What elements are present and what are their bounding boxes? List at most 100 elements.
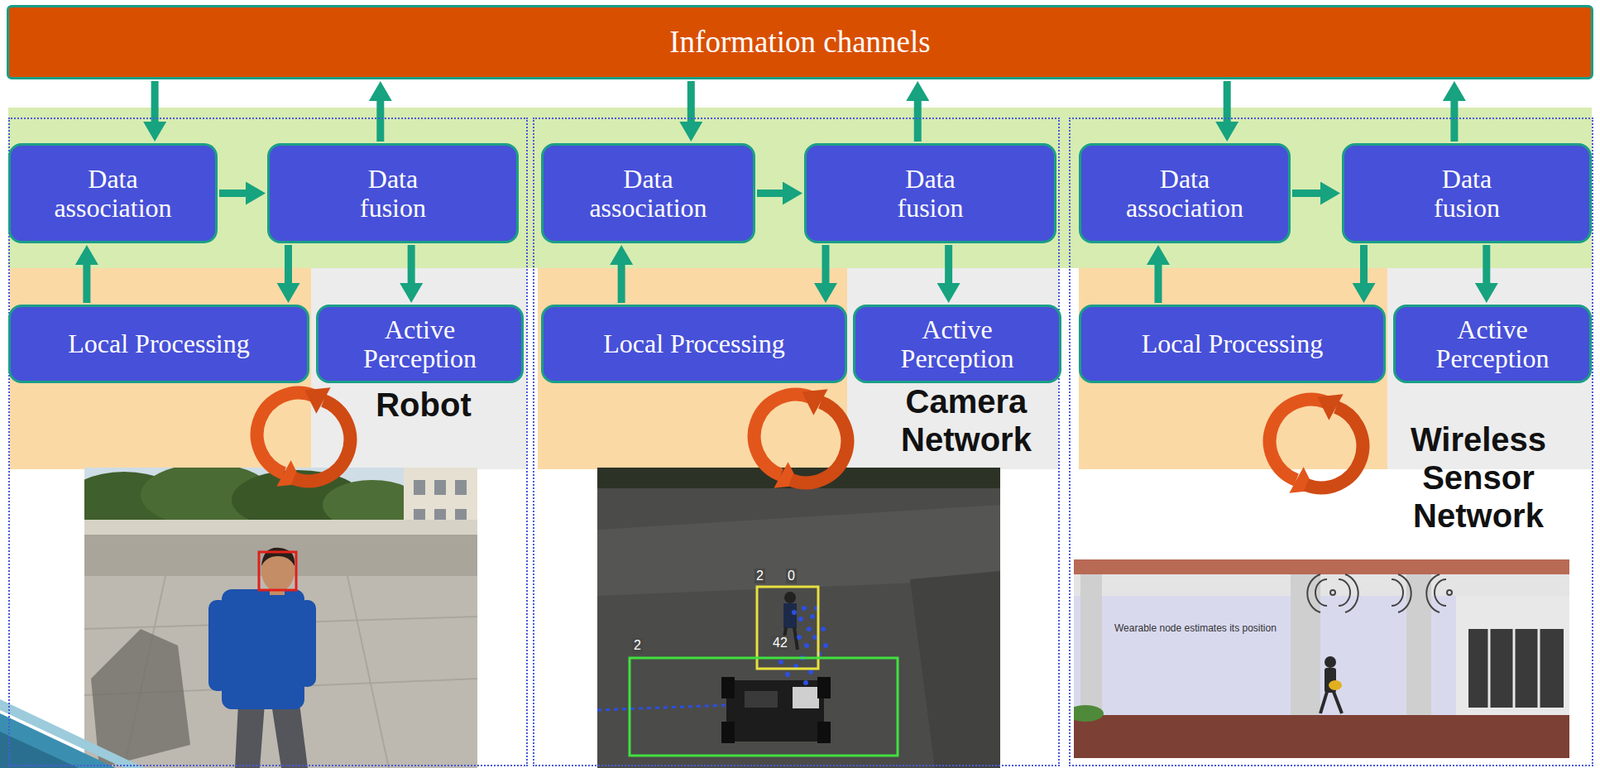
fusion-box: Data fusion xyxy=(267,143,519,244)
node-text: Information channels xyxy=(669,25,930,60)
system-panel: Wireless Sensor Network Data association D… xyxy=(1068,117,1594,767)
node-text: Data fusion xyxy=(1413,164,1521,222)
signal-arcs xyxy=(1446,589,1452,595)
particle-dots xyxy=(809,613,815,619)
particle-dots xyxy=(801,605,807,611)
signal-arcs xyxy=(1307,574,1452,613)
node-text: Data fusion xyxy=(339,164,447,222)
wireless-scene xyxy=(1513,628,1516,708)
flow-arrow xyxy=(219,189,246,197)
robot-photo xyxy=(258,551,297,590)
cycle-icon xyxy=(293,400,350,481)
wireless-scene xyxy=(1468,628,1564,708)
camera-photo xyxy=(910,570,1001,768)
flow-arrow xyxy=(1482,244,1490,283)
flow-arrow xyxy=(1154,264,1163,303)
local-region xyxy=(1078,268,1388,470)
active-region xyxy=(311,268,527,470)
slide-decoration xyxy=(0,713,116,768)
track-id: 2 xyxy=(754,568,766,584)
flow-arrow xyxy=(756,189,783,197)
node-text: Local Processing xyxy=(603,329,786,359)
robot-photo xyxy=(84,519,478,535)
system-label: Camera Network xyxy=(875,382,1058,459)
robot-photo xyxy=(221,589,305,709)
wireless-scene xyxy=(1324,656,1337,668)
cycle-icon xyxy=(1269,393,1364,494)
robot-photo xyxy=(347,575,389,768)
signal-arcs xyxy=(1345,574,1359,613)
flow-arrow xyxy=(687,81,695,122)
cycle-icon xyxy=(801,388,828,416)
particle-dots xyxy=(823,642,829,648)
signal-arcs xyxy=(1338,579,1351,606)
particle-dots xyxy=(798,616,804,622)
robot-photo xyxy=(434,479,446,495)
node-text: Active Perception xyxy=(349,315,491,373)
wireless-scene xyxy=(1320,691,1327,714)
robot-photo xyxy=(455,479,467,495)
flow-arrow xyxy=(407,244,416,283)
annotation-note: Wearable node estimates its position xyxy=(1112,622,1279,634)
node-text: Local Processing xyxy=(1141,329,1324,359)
robot-photo xyxy=(84,575,478,768)
flow-arrow xyxy=(1450,100,1458,142)
camera-photo xyxy=(794,627,798,650)
association-box: Data association xyxy=(541,143,756,244)
cycle-icon xyxy=(754,394,811,475)
association-box: Data association xyxy=(1078,143,1291,244)
wireless-scene xyxy=(1073,574,1570,596)
node-text: Local Processing xyxy=(67,329,250,359)
signal-arcs xyxy=(1398,574,1412,613)
wireless-scene xyxy=(1073,704,1104,722)
cycle-icon xyxy=(257,392,314,474)
camera-photo xyxy=(597,467,1001,768)
robot-photo xyxy=(84,467,478,768)
particle-dots xyxy=(804,642,810,648)
cycle-icon xyxy=(304,387,331,414)
system-panel: Robot Data association Data fusionLocal Pr… xyxy=(8,117,528,767)
robot-photo xyxy=(234,703,265,768)
node-text: Data fusion xyxy=(876,164,985,222)
camera-photo xyxy=(597,467,1001,768)
flow-arrow xyxy=(617,264,626,303)
signal-arcs xyxy=(1307,574,1321,613)
camera-photo xyxy=(597,704,729,710)
camera-photo xyxy=(721,721,735,743)
cycle-icon xyxy=(1269,399,1327,480)
cycle-icon xyxy=(754,388,848,489)
processing-box: Local Processing xyxy=(8,304,310,384)
system-label: Robot xyxy=(332,385,515,424)
node-text: Data association xyxy=(578,164,719,222)
particle-dots xyxy=(796,634,802,640)
wireless-scene xyxy=(1456,595,1570,716)
particle-dots xyxy=(791,609,797,615)
channel-bar: Information channels xyxy=(6,4,1594,80)
slide-decoration xyxy=(0,731,79,768)
cycle-icon xyxy=(1317,393,1343,421)
system-label: Wireless Sensor Network xyxy=(1387,420,1570,535)
system-panel: Camera Network Data association Data fusio… xyxy=(532,117,1060,767)
perception-box: Active Perception xyxy=(316,304,524,384)
particle-dots xyxy=(803,680,809,686)
cycle-icon xyxy=(790,402,848,483)
particle-dots xyxy=(812,634,818,640)
robot-photo xyxy=(297,599,317,687)
node-text: Data association xyxy=(1114,164,1256,222)
signal-arcs xyxy=(1426,574,1440,613)
flow-arrow xyxy=(822,244,830,283)
camera-photo xyxy=(792,686,820,709)
flow-arrow xyxy=(1360,244,1368,283)
robot-photo xyxy=(91,628,191,768)
slide-decoration xyxy=(0,699,145,768)
association-box: Data association xyxy=(8,143,218,244)
perception-box: Active Perception xyxy=(1393,304,1592,384)
slide-decoration xyxy=(0,699,145,768)
cycle-icon xyxy=(1306,407,1363,488)
signal-arcs xyxy=(1315,579,1327,606)
camera-photo xyxy=(629,657,898,756)
flow-arrow xyxy=(284,244,293,283)
flow-arrow xyxy=(1292,189,1321,197)
